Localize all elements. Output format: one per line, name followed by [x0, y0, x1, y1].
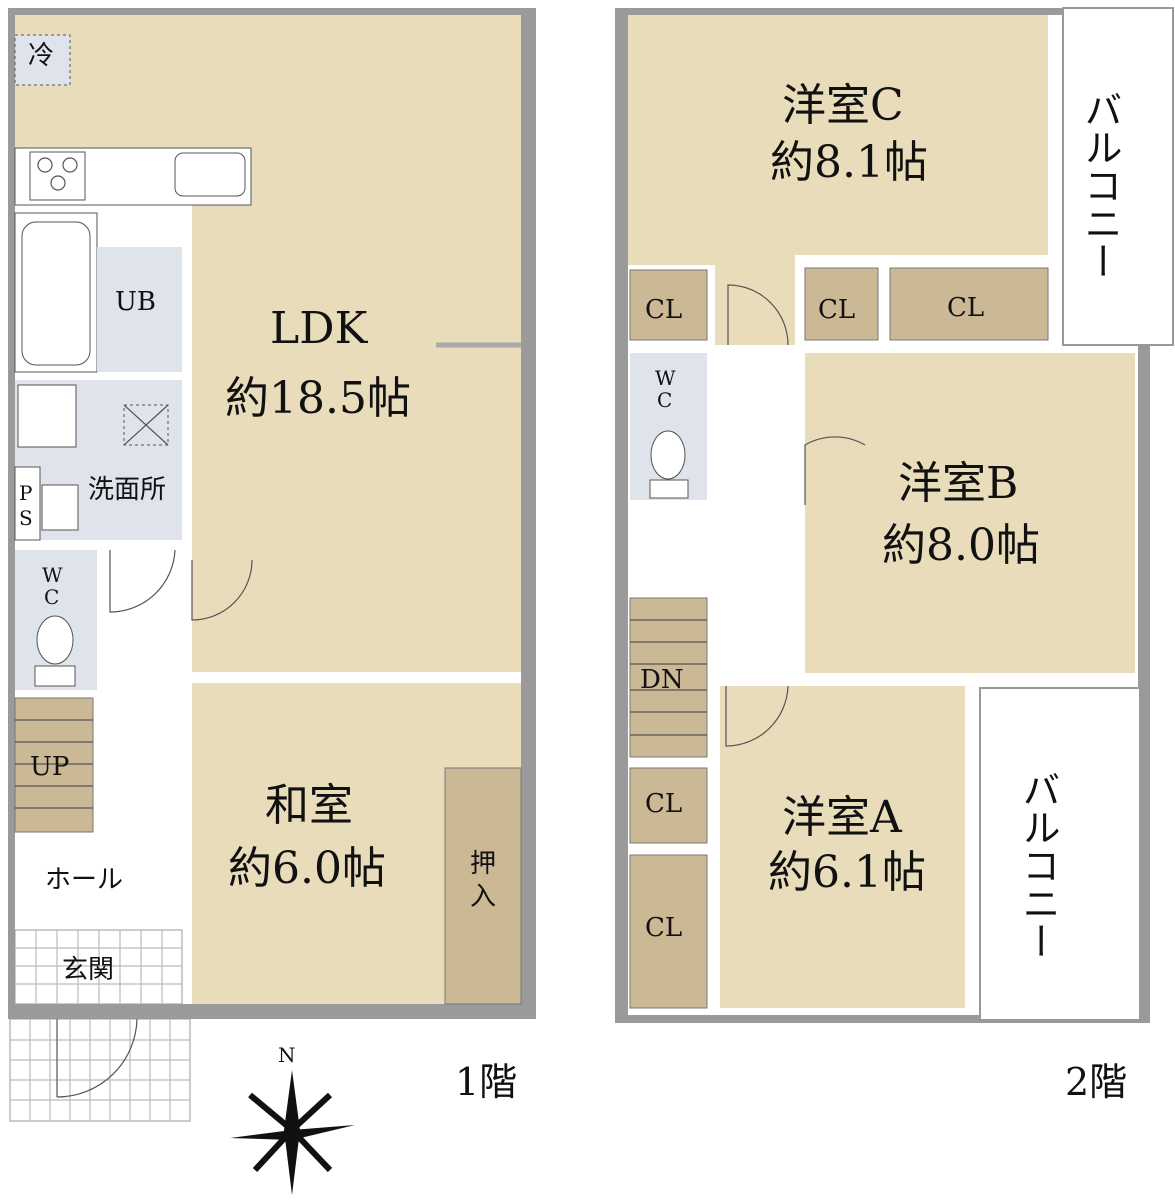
wc-label-c: C [44, 585, 59, 609]
balcony-top [1062, 7, 1174, 346]
sink-icon [174, 152, 246, 197]
closet [629, 854, 708, 1009]
balcony-bottom [979, 687, 1141, 1021]
youshitsu-b-name: 洋室B [898, 458, 1018, 509]
ldk-size: 約18.5帖 [225, 373, 411, 424]
bathtub-icon [21, 221, 91, 366]
closet-label: CL [947, 293, 984, 323]
stairs-down-label: DN [640, 665, 684, 695]
compass-north-label: N [278, 1043, 296, 1067]
floor2-label: 2階 [1065, 1060, 1127, 1104]
ps-label-p: P [19, 481, 32, 505]
basin-icon [41, 484, 79, 531]
ub-label: UB [115, 287, 156, 317]
oshiire [444, 767, 522, 1005]
genkan-label: 玄関 [62, 955, 114, 985]
fridge-label: 冷 [28, 41, 54, 71]
stairs-down [629, 597, 708, 758]
balcony-bottom-label: バルコニー [1016, 770, 1060, 960]
closet [889, 267, 1049, 341]
floor-1: 冷 LDK 約18.5帖 UB P S 洗面所 W C UP ホール [8, 8, 536, 1122]
youshitsu-c-size: 約8.1帖 [770, 137, 928, 188]
genkan-tiles [14, 929, 183, 1005]
wc-label-w: W [42, 563, 63, 587]
room-ub [97, 247, 182, 372]
floor1-label: 1階 [455, 1060, 517, 1104]
closet-label: CL [818, 295, 855, 325]
ldk-name: LDK [270, 303, 368, 354]
oshiire-label-1: 押 [470, 849, 496, 879]
room-ldk [15, 15, 521, 672]
washitsu-name: 和室 [265, 780, 353, 831]
floor-2: 洋室C 約8.1帖 CL CL CL バルコニー W C 洋室B 約8.0帖 D… [615, 7, 1174, 1104]
youshitsu-c-name: 洋室C [782, 80, 904, 131]
youshitsu-a-name: 洋室A [782, 792, 903, 843]
room-youshitsu-c [628, 15, 1048, 345]
hall-label: ホール [45, 865, 123, 895]
closet [629, 269, 708, 341]
room-youshitsu-b [805, 353, 1135, 673]
porch-tiles [9, 1018, 191, 1122]
stove-icon [29, 151, 86, 201]
toilet-icon [36, 615, 74, 665]
shower-icon [17, 384, 77, 448]
stairs-up-label: UP [30, 752, 69, 782]
closet [804, 267, 879, 341]
compass-icon: N [230, 1043, 355, 1195]
closet-label: CL [645, 295, 682, 325]
fridge-space [14, 34, 71, 86]
ps-label-s: S [19, 506, 33, 530]
closet [629, 767, 708, 844]
toilet-icon [650, 430, 686, 480]
youshitsu-b-size: 約8.0帖 [882, 520, 1040, 571]
balcony-top-label: バルコニー [1078, 90, 1122, 280]
closet-label: CL [645, 913, 682, 943]
oshiire-label-2: 入 [470, 882, 496, 912]
youshitsu-a-size: 約6.1帖 [768, 847, 926, 898]
room-youshitsu-a [720, 686, 965, 1008]
wc2-label-c: C [657, 388, 672, 412]
washitsu-size: 約6.0帖 [228, 843, 386, 894]
closet-label: CL [645, 789, 682, 819]
wc2-label-w: W [655, 366, 676, 390]
washroom-label: 洗面所 [88, 475, 166, 505]
